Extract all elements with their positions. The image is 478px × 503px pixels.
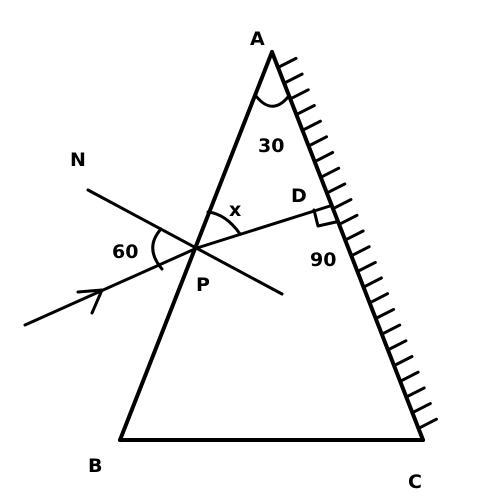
- hatch-mark: [282, 72, 304, 85]
- incident-ray: [23, 246, 199, 327]
- hatch-mark: [386, 339, 408, 352]
- hatch-mark: [355, 260, 377, 273]
- hatch-mark: [313, 151, 335, 164]
- hatch-mark: [343, 229, 365, 242]
- vertex-label-a: A: [250, 28, 265, 50]
- apex-angle-arc: [254, 94, 290, 108]
- mirror-hatching: [276, 56, 438, 430]
- hatch-mark: [362, 276, 383, 289]
- refracted-ray: [195, 204, 332, 250]
- hatch-mark: [325, 182, 347, 195]
- apex-angle-label: 30: [258, 135, 284, 157]
- hatch-mark: [404, 386, 426, 399]
- vertex-label-b: B: [88, 455, 102, 477]
- hatch-mark: [307, 135, 328, 148]
- hatch-mark: [294, 104, 316, 117]
- right-angle-label: 90: [310, 249, 336, 271]
- vertex-label-d: D: [291, 185, 307, 207]
- point-label-p: P: [196, 274, 210, 296]
- hatch-mark: [410, 402, 432, 415]
- hatch-mark: [337, 213, 359, 226]
- hatch-mark: [319, 166, 341, 179]
- hatch-mark: [417, 417, 438, 430]
- ray-arrowhead: [76, 288, 104, 315]
- hatch-mark: [331, 198, 353, 211]
- hatch-mark: [301, 119, 322, 132]
- hatch-mark: [368, 292, 389, 305]
- normal-label-n: N: [70, 149, 86, 171]
- right-angle-marker: [312, 208, 338, 228]
- refraction-angle-label: x: [229, 199, 241, 221]
- prism-side-ab: [118, 50, 274, 442]
- hatch-mark: [374, 307, 396, 320]
- prism-side-ac-mirror: [270, 50, 425, 442]
- hatch-mark: [276, 56, 298, 69]
- vertex-label-c: C: [408, 471, 422, 493]
- hatch-mark: [392, 355, 414, 368]
- hatch-mark: [380, 323, 402, 336]
- hatch-mark: [349, 245, 371, 258]
- normal-line: [86, 188, 284, 296]
- refraction-angle-arc: [206, 210, 242, 236]
- incidence-angle-label: 60: [112, 241, 138, 263]
- incidence-angle-arc: [151, 227, 164, 271]
- hatch-mark: [288, 88, 310, 101]
- hatch-mark: [398, 370, 420, 383]
